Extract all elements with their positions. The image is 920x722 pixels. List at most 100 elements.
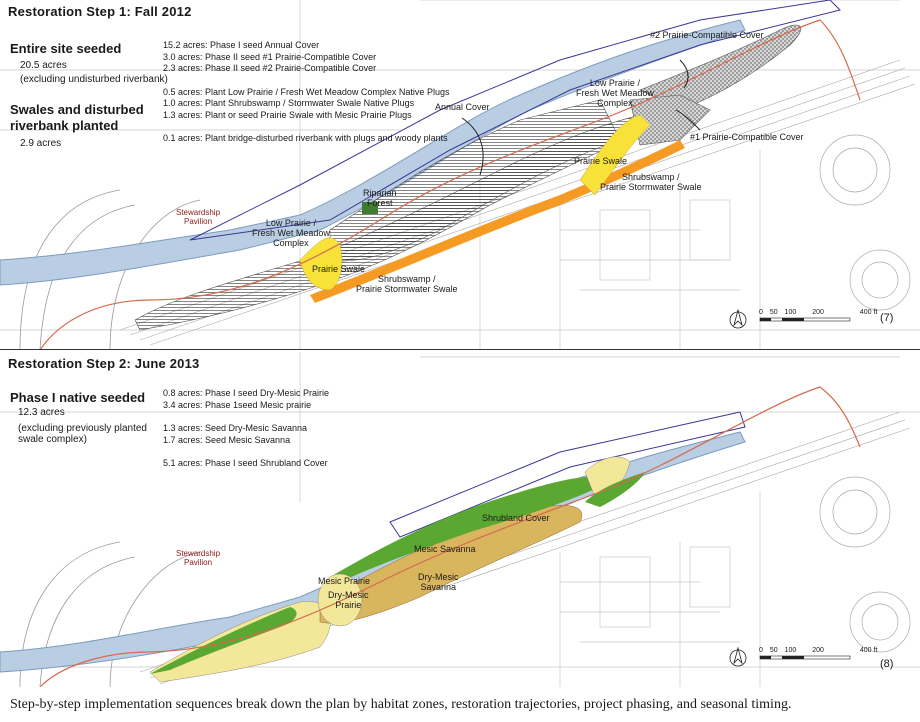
scale-tick: 50 bbox=[769, 647, 778, 654]
figure-number-8: (8) bbox=[880, 658, 894, 670]
label-line: Dry-Mesic bbox=[328, 590, 369, 600]
dry-mesic-prairie-zone bbox=[317, 573, 363, 627]
figure-number-7: (7) bbox=[880, 312, 894, 324]
step1-acre-item: 3.0 acres: Phase II seed #1 Prairie-Comp… bbox=[163, 51, 377, 62]
label-line: Shrubswamp / bbox=[622, 172, 680, 182]
step1-acre-item: 1.3 acres: Plant or seed Prairie Swale w… bbox=[163, 109, 412, 120]
scale-bar-icon bbox=[759, 317, 851, 322]
trail-path bbox=[39, 386, 861, 687]
step2-acre-item: 5.1 acres: Phase I seed Shrubland Cover bbox=[163, 458, 328, 468]
riparian-forest bbox=[362, 202, 378, 214]
stewardship-pavilion-label: Stewardship Pavilion bbox=[176, 549, 220, 567]
stewardship-pavilion-label: Stewardship Pavilion bbox=[176, 208, 220, 226]
shrubland-east bbox=[585, 472, 645, 507]
scale-tick: 0 bbox=[759, 309, 763, 316]
step1-title: Restoration Step 1: Fall 2012 bbox=[8, 4, 192, 19]
step2-map bbox=[0, 352, 920, 687]
label-line: Complex bbox=[273, 238, 309, 248]
scale-tick-labels: 0 50 100 200 400 ft bbox=[759, 309, 877, 316]
scale-tick: 100 bbox=[784, 309, 797, 316]
label-line: Fresh Wet Meadow bbox=[576, 88, 654, 98]
dry-mesic-prairie-label: Dry-Mesic Prairie bbox=[328, 590, 369, 610]
step1-acre-item: 0.5 acres: Plant Low Prairie / Fresh Wet… bbox=[163, 86, 450, 97]
cover2-label: #2 Prairie-Compatible Cover bbox=[650, 30, 764, 40]
low-prairie-lower-label: Low Prairie / Fresh Wet Meadow Complex bbox=[252, 218, 330, 248]
scale-tick: 400 ft bbox=[859, 647, 878, 654]
street-grid bbox=[0, 0, 920, 350]
north-arrow-icon bbox=[729, 646, 747, 667]
dry-mesic-savanna-label: Dry-Mesic Savanna bbox=[418, 572, 459, 592]
step1-section1-note: (excluding undisturbed riverbank) bbox=[20, 74, 168, 85]
site-boundary bbox=[389, 411, 746, 538]
step1-acre-item: 2.3 acres: Phase II seed #2 Prairie-Comp… bbox=[163, 63, 377, 73]
riparian-forest-label: Riparian Forest bbox=[363, 188, 397, 208]
label-line: Shrubswamp / bbox=[378, 274, 436, 284]
scale-tick-labels: 0 50 100 200 400 ft bbox=[759, 647, 877, 654]
trail-path bbox=[39, 19, 861, 350]
label-line: Forest bbox=[367, 198, 393, 208]
scale-tick: 50 bbox=[769, 309, 778, 316]
prairie-swale-lower bbox=[299, 237, 343, 291]
step2-acre-item: 0.8 acres: Phase I seed Dry-Mesic Prairi… bbox=[163, 388, 330, 398]
low-prairie-upper-label: Low Prairie / Fresh Wet Meadow Complex bbox=[576, 78, 654, 108]
label-line: Low Prairie / bbox=[265, 218, 316, 228]
annual-cover-label: Annual Cover bbox=[435, 102, 490, 112]
step1-acre-item: 0.1 acres: Plant bridge-disturbed riverb… bbox=[163, 133, 448, 143]
step1-section2-heading-line1: Swales and disturbed bbox=[10, 102, 144, 117]
scale-tick: 200 bbox=[812, 647, 824, 654]
restoration-step1-panel: Restoration Step 1: Fall 2012 Entire sit… bbox=[0, 0, 920, 350]
annual-cover-arrow bbox=[461, 117, 484, 176]
label-line: Stewardship bbox=[176, 208, 221, 217]
step1-section2-acres: 2.9 acres bbox=[20, 138, 62, 149]
step2-acre-item: 1.7 acres: Seed Mesic Savanna bbox=[163, 434, 291, 445]
label-line: Prairie bbox=[335, 600, 362, 610]
step1-map bbox=[0, 0, 920, 350]
label-line: Prairie Stormwater Swale bbox=[356, 284, 458, 294]
step1-section2-heading-line2: riverbank planted bbox=[10, 118, 119, 133]
step1-acre-item: 15.2 acres: Phase I seed Annual Cover bbox=[163, 40, 320, 50]
figure-caption: Step-by-step implementation sequences br… bbox=[10, 697, 792, 712]
mesic-savanna-label: Mesic Savanna bbox=[414, 544, 476, 554]
interchange-right bbox=[819, 134, 911, 311]
step1-acre-list: 15.2 acres: Phase I seed Annual Cover 3.… bbox=[163, 40, 449, 145]
cover2-zone bbox=[639, 24, 802, 111]
shrubland-cover-zone bbox=[330, 476, 610, 587]
shrubswamp-lower-label: Shrubswamp / Prairie Stormwater Swale bbox=[356, 274, 458, 294]
north-arrow-icon bbox=[729, 308, 747, 329]
shrubswamp-strip bbox=[310, 140, 685, 303]
step2-section1-acres: 12.3 acres bbox=[18, 407, 65, 418]
cover1-arrow bbox=[675, 109, 701, 131]
shrubland-west bbox=[150, 607, 297, 674]
scale-tick: 0 bbox=[759, 647, 763, 654]
step2-section1-heading: Phase I native seeded bbox=[10, 390, 146, 405]
river bbox=[0, 431, 746, 673]
label-line: Pavilion bbox=[184, 558, 213, 567]
shrubswamp-upper-label: Shrubswamp / Prairie Stormwater Swale bbox=[600, 172, 702, 192]
step1-section1-heading: Entire site seeded bbox=[10, 41, 122, 56]
label-line: Pavilion bbox=[184, 217, 213, 226]
step1-section1-acres: 20.5 acres bbox=[20, 60, 67, 71]
prairie-swale-upper-label: Prairie Swale bbox=[574, 156, 628, 166]
label-line: Dry-Mesic bbox=[418, 572, 459, 582]
step1-acre-item: 1.0 acres: Plant Shrubswamp / Stormwater… bbox=[163, 98, 415, 108]
scale-tick: 200 bbox=[812, 309, 824, 316]
cover1-label: #1 Prairie-Compatible Cover bbox=[690, 132, 804, 142]
shrubland-cover-label: Shrubland Cover bbox=[482, 513, 550, 523]
panel-divider bbox=[0, 349, 920, 350]
step2-acre-item: 3.4 acres: Phase 1seed Mesic prairie bbox=[163, 399, 312, 410]
scale-bar-icon bbox=[759, 655, 851, 660]
label-line: Savanna bbox=[420, 582, 457, 592]
step2-section1-note-2: swale complex) bbox=[18, 434, 87, 445]
prairie-swale-upper bbox=[579, 114, 651, 196]
restoration-step2-panel: Restoration Step 2: June 2013 Phase I na… bbox=[0, 352, 920, 687]
step2-section1-note: (excluding previously planted bbox=[18, 423, 147, 434]
prairie-swale-lower-label: Prairie Swale bbox=[312, 264, 366, 274]
street-grid bbox=[0, 352, 920, 687]
cover2-arrow bbox=[679, 59, 689, 89]
label-line: Complex bbox=[597, 98, 633, 108]
river bbox=[0, 19, 746, 286]
scale-tick: 100 bbox=[784, 647, 797, 654]
label-line: Prairie Stormwater Swale bbox=[600, 182, 702, 192]
interchange-right bbox=[819, 476, 911, 653]
label-line: Riparian bbox=[363, 188, 397, 198]
